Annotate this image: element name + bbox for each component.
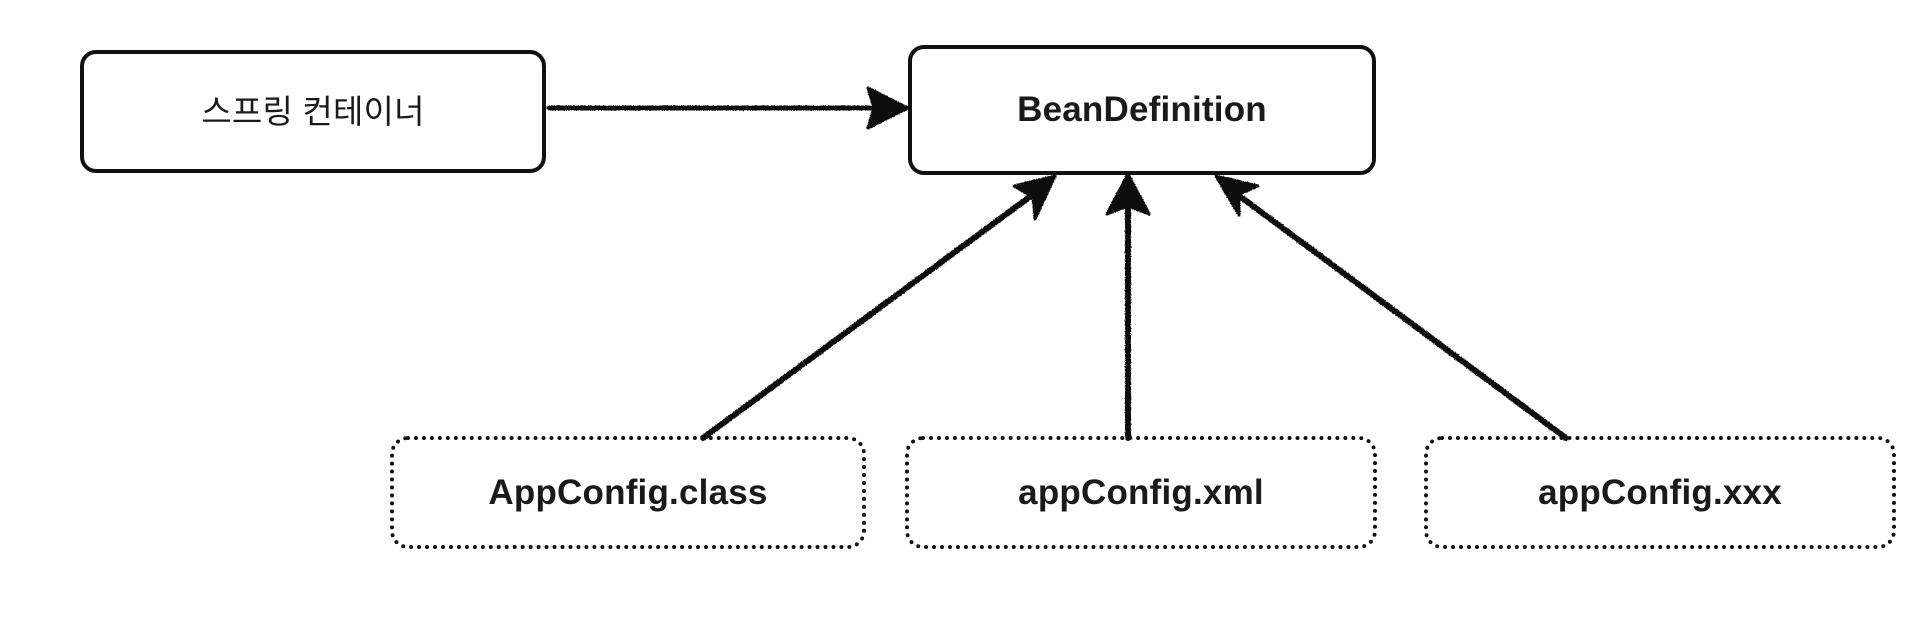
edge-class-to-beandefinition [700, 174, 1057, 441]
node-appconfig-class-label: AppConfig.class [488, 472, 768, 512]
node-appconfig-xxx[interactable]: appConfig.xxx [1424, 436, 1896, 549]
edge-xml-to-beandefinition [1105, 172, 1151, 441]
node-appconfig-class[interactable]: AppConfig.class [390, 436, 866, 549]
node-appconfig-xml[interactable]: appConfig.xml [905, 436, 1377, 549]
node-spring-container-label: 스프링 컨테이너 [201, 92, 425, 130]
node-bean-definition[interactable]: BeanDefinition [908, 45, 1376, 175]
edge-xxx-to-beandefinition [1214, 174, 1569, 441]
edge-container-to-beandefinition [546, 86, 910, 130]
node-appconfig-xxx-label: appConfig.xxx [1538, 472, 1782, 512]
node-spring-container[interactable]: 스프링 컨테이너 [80, 50, 546, 173]
node-bean-definition-label: BeanDefinition [1017, 90, 1267, 129]
node-appconfig-xml-label: appConfig.xml [1018, 472, 1264, 512]
